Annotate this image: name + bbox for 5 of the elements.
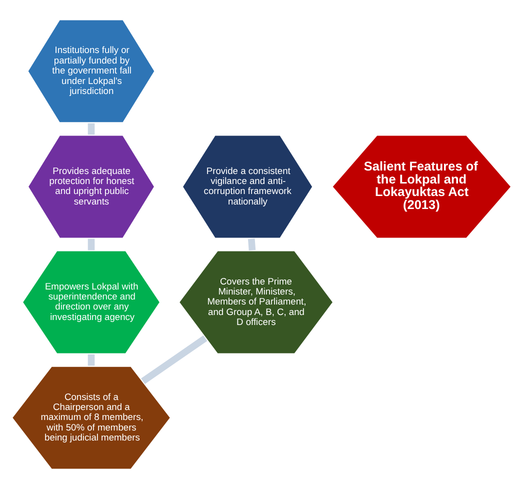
connector bbox=[88, 354, 95, 366]
connector bbox=[88, 122, 95, 134]
connector bbox=[141, 334, 208, 384]
connector bbox=[248, 238, 256, 250]
connector bbox=[88, 238, 95, 250]
